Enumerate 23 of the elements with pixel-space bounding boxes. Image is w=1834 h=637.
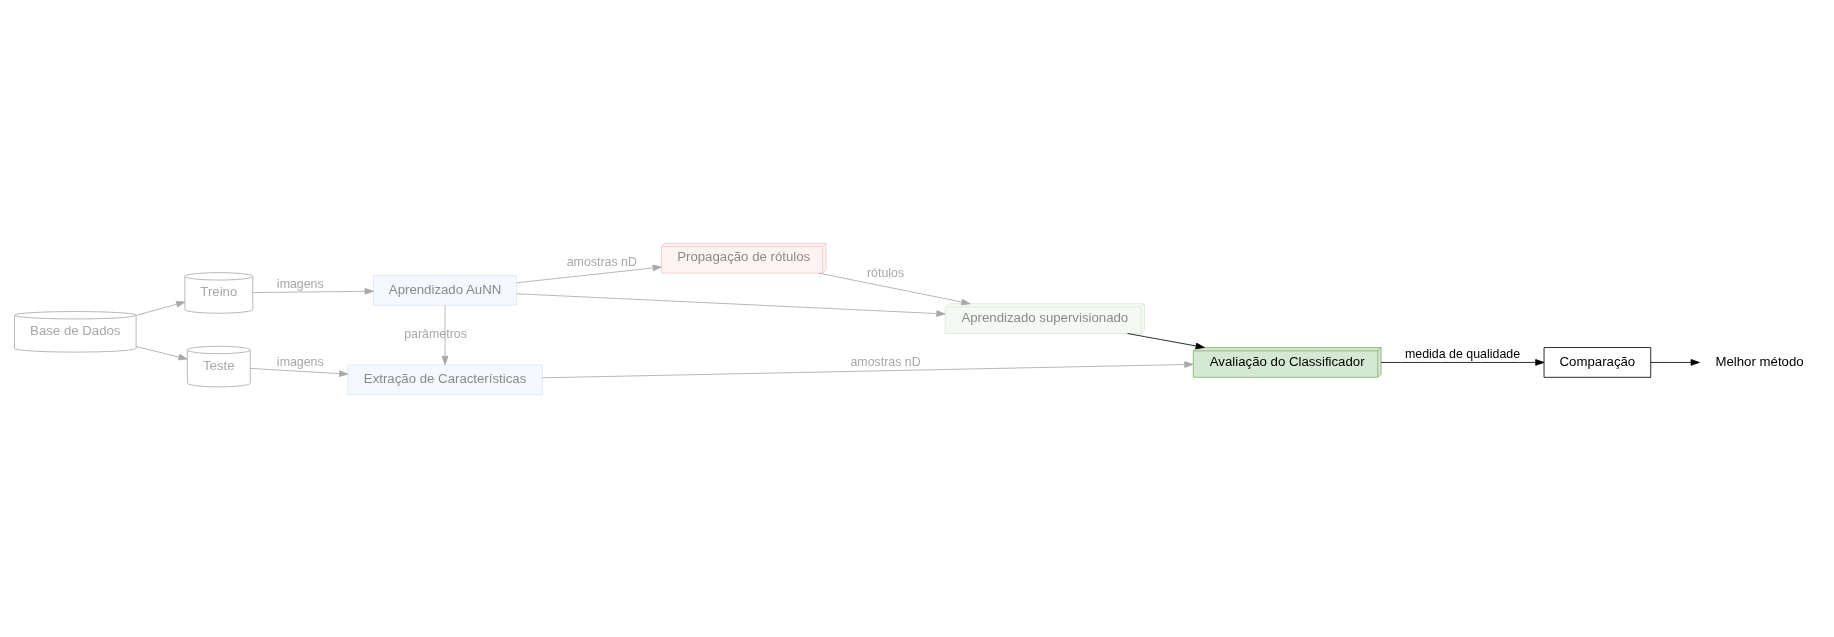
- node-box: Comparação: [1543, 346, 1652, 378]
- edge-label: imagens: [276, 276, 324, 291]
- edge-label: amostras nD: [566, 254, 637, 269]
- edge-label: medida de qualidade: [1405, 346, 1521, 361]
- arrow: [441, 304, 449, 365]
- arrow: [252, 287, 374, 295]
- node-text: Melhor método: [1715, 353, 1804, 369]
- edge-label: amostras nD: [850, 354, 921, 369]
- arrow: [1127, 332, 1205, 349]
- edge-label: imagens: [276, 354, 324, 369]
- arrow: [1380, 358, 1545, 366]
- arrow: [135, 345, 188, 360]
- node-box: Extração de Características: [347, 364, 543, 395]
- arrow: [1650, 358, 1700, 366]
- arrow: [135, 300, 186, 316]
- edge-label: parâmetros: [404, 326, 467, 341]
- arrow: [541, 360, 1194, 378]
- arrow: [818, 272, 971, 305]
- arrow: [250, 367, 349, 377]
- arrow: [516, 292, 946, 317]
- arrow: [516, 264, 662, 283]
- edge-label: rótulos: [866, 265, 905, 280]
- node-box: Aprendizado AuNN: [373, 274, 518, 306]
